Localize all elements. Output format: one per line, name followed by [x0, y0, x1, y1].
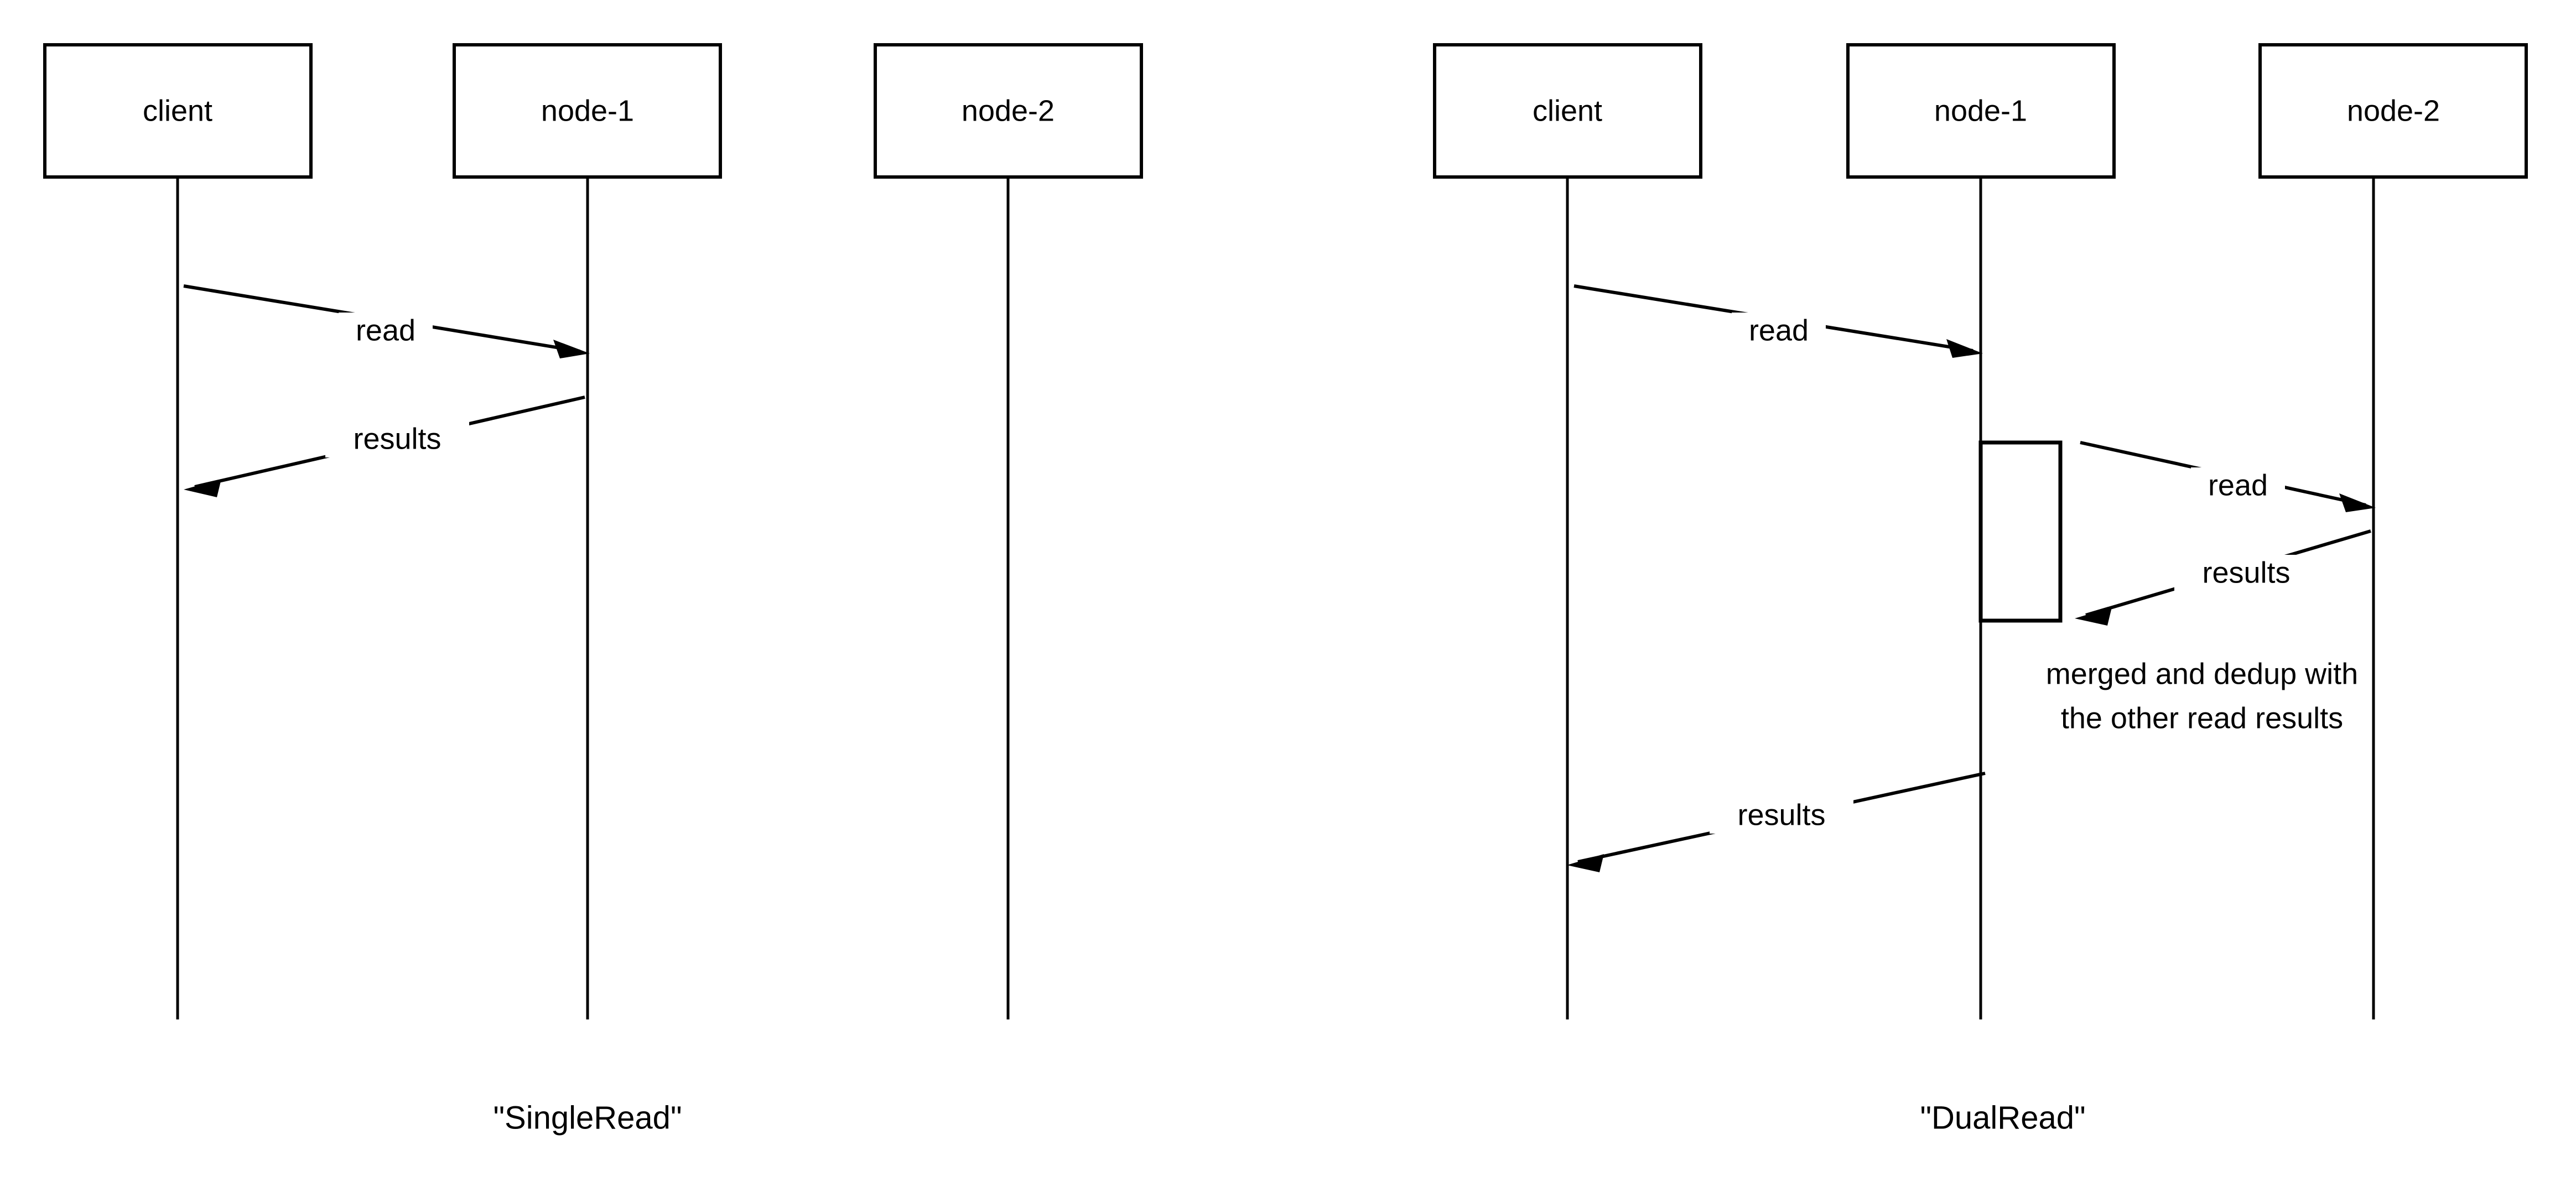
- message-label: read: [1749, 314, 1809, 347]
- participant-box-node-1[interactable]: [1846, 43, 2116, 179]
- message-label-backdrop: [1732, 313, 1826, 349]
- message-results-node-1-to-client[interactable]: results: [1567, 772, 1986, 872]
- message-label: read: [2208, 469, 2268, 502]
- message-label-backdrop: [339, 313, 433, 349]
- participant-box-node-1[interactable]: [453, 43, 722, 179]
- diagram-caption-single-read: "SingleRead": [493, 1100, 682, 1136]
- diagram-single-read: client node-1 node-2 read results "Singl…: [43, 43, 1143, 1136]
- participant-box-node-2[interactable]: [2258, 43, 2528, 179]
- message-label-backdrop: [1710, 797, 1853, 834]
- arrowhead-right-icon: [553, 340, 590, 358]
- participant-label-node-1: node-1: [1934, 94, 2027, 127]
- message-label: read: [356, 314, 416, 347]
- message-label-backdrop: [2191, 467, 2285, 504]
- note-merged-dedup: merged and dedup with the other read res…: [2046, 657, 2358, 735]
- note-line-1: merged and dedup with: [2046, 657, 2358, 690]
- message-read-node-1-to-node-2[interactable]: read: [2080, 441, 2376, 512]
- message-label-backdrop: [2174, 555, 2318, 591]
- activation-box-node-1: [1978, 440, 2063, 623]
- participant-label-client: client: [1533, 94, 1602, 127]
- message-results-node-2-to-node-1[interactable]: results: [2075, 529, 2371, 626]
- arrowhead-right-icon: [2339, 493, 2376, 512]
- arrowhead-right-icon: [1946, 339, 1983, 358]
- participant-label-node-1: node-1: [541, 94, 634, 127]
- message-label: results: [1737, 798, 1825, 831]
- participant-label-node-2: node-2: [2347, 94, 2440, 127]
- message-results-node-1-to-client[interactable]: results: [184, 395, 585, 497]
- arrowhead-left-icon: [1567, 854, 1604, 872]
- participant-label-node-2: node-2: [962, 94, 1055, 127]
- message-label: results: [2202, 556, 2290, 589]
- message-read-client-to-node-1[interactable]: read: [1573, 284, 1983, 358]
- participant-box-client[interactable]: [1433, 43, 1702, 179]
- note-line-2: the other read results: [2061, 701, 2343, 735]
- message-read-client-to-node-1[interactable]: read: [183, 284, 590, 358]
- diagram-caption-dual-read: "DualRead": [1920, 1100, 2085, 1136]
- message-label-backdrop: [325, 421, 469, 457]
- participant-box-client[interactable]: [43, 43, 313, 179]
- arrowhead-left-icon: [2075, 607, 2112, 626]
- diagram-dual-read: client node-1 node-2 read read: [1433, 43, 2528, 1136]
- message-label: results: [353, 422, 441, 455]
- participant-box-node-2[interactable]: [874, 43, 1143, 179]
- arrowhead-left-icon: [184, 479, 221, 497]
- participant-label-client: client: [143, 94, 212, 127]
